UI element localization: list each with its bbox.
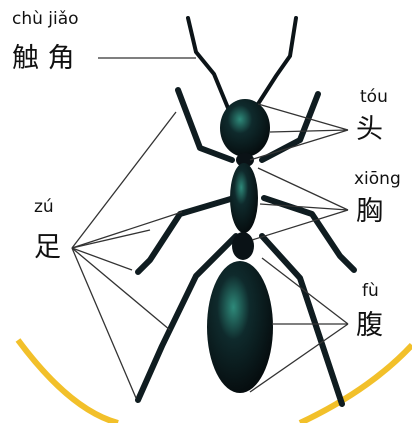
label-antenna-hanzi: 触 角 [12, 43, 75, 74]
label-thorax-hanzi: 胸 [356, 196, 383, 227]
label-abdomen-pinyin: fù [362, 281, 379, 301]
label-antenna: chù jiǎo 触 角 [12, 9, 79, 74]
label-abdomen: fù 腹 [356, 281, 383, 341]
label-legs-hanzi: 足 [34, 232, 61, 263]
label-legs-pinyin: zú [34, 197, 54, 217]
label-head: tóu 头 [356, 87, 388, 145]
label-legs: zú 足 [34, 197, 61, 263]
ant-antennae [188, 18, 296, 108]
ant-head [220, 99, 270, 157]
label-abdomen-hanzi: 腹 [356, 310, 383, 341]
ant-abdomen [207, 261, 273, 393]
label-thorax-pinyin: xiōng [354, 169, 401, 189]
label-thorax: xiōng 胸 [354, 169, 401, 227]
label-head-pinyin: tóu [360, 87, 388, 107]
ant-body [207, 99, 273, 393]
ant-petiole [232, 232, 254, 260]
label-antenna-pinyin: chù jiǎo [12, 9, 79, 29]
ant-thorax [230, 163, 258, 233]
label-head-hanzi: 头 [356, 114, 383, 145]
